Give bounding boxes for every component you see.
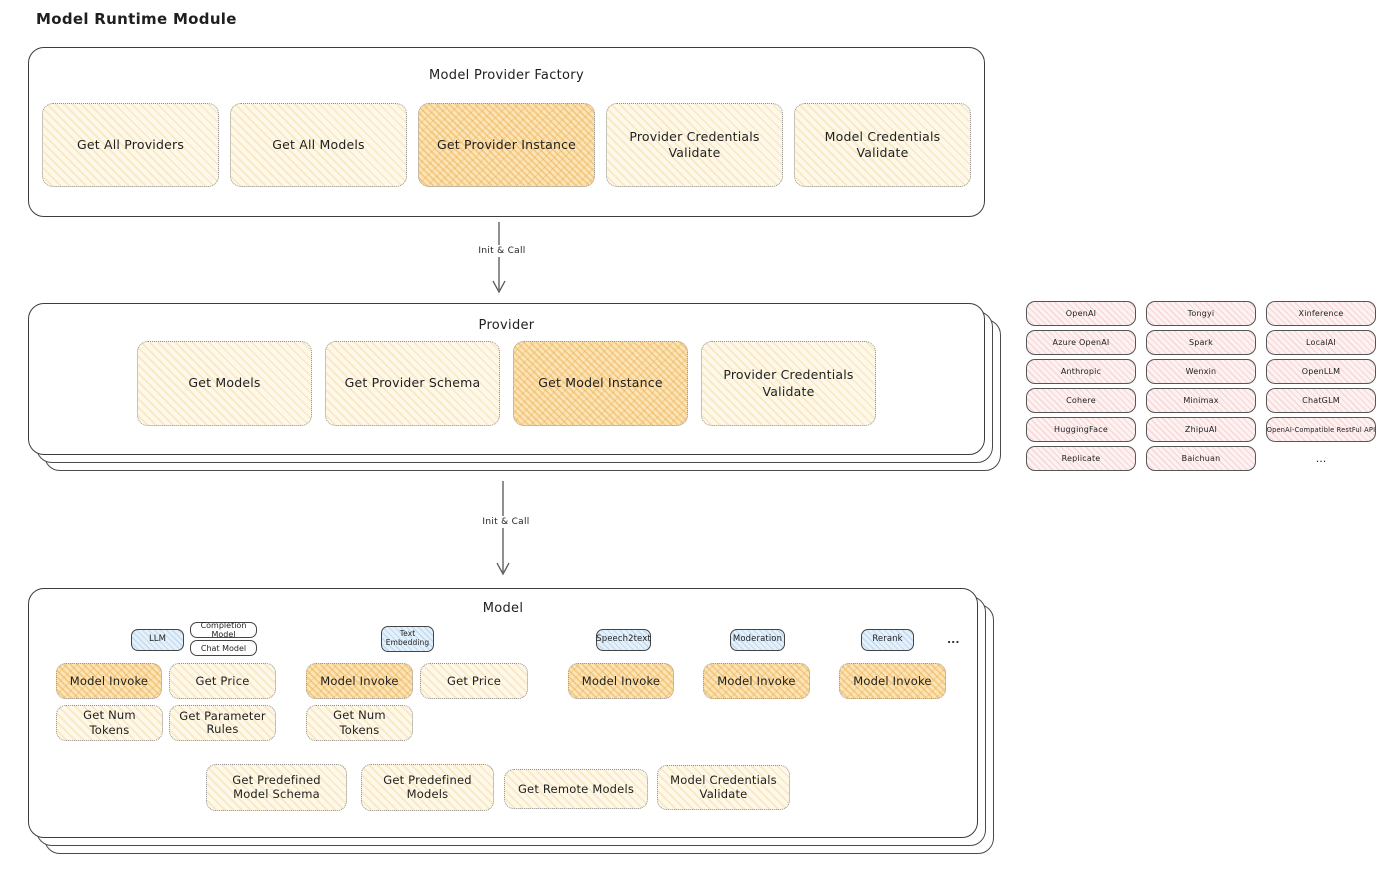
model-node-rerank-model-invoke: Model Invoke (839, 663, 946, 699)
model-type-chat-model: Chat Model (190, 640, 257, 656)
page-title: Model Runtime Module (36, 10, 237, 28)
model-node-get-predefined-models: Get Predefined Models (361, 764, 494, 811)
model-type-rerank: Rerank (861, 629, 914, 651)
provider-chip-tongyi: Tongyi (1146, 301, 1256, 326)
provider-chip-chatglm: ChatGLM (1266, 388, 1376, 413)
model-node-get-predefined-model-schema: Get Predefined Model Schema (206, 764, 347, 811)
provider-chip-zhipuai: ZhipuAI (1146, 417, 1256, 442)
model-type-moderation: Moderation (730, 629, 785, 651)
model-type-completion-model: Completion Model (190, 621, 257, 639)
provider-node-provider-credentials-validate: Provider Credentials Validate (701, 341, 876, 426)
provider-chip-openai-compatible: OpenAI-Compatible RestFul API (1266, 417, 1376, 442)
model-type-speech2text: Speech2text (596, 629, 651, 651)
provider-list: OpenAI Azure OpenAI Anthropic Cohere Hug… (1026, 301, 1376, 471)
model-node-embedding-get-num-tokens: Get Num Tokens (306, 705, 413, 741)
provider-chip-localai: LocalAI (1266, 330, 1376, 355)
provider-node-get-model-instance: Get Model Instance (513, 341, 688, 426)
provider-chip-openai: OpenAI (1026, 301, 1136, 326)
arrow-label-init-call-2: Init & Call (472, 516, 540, 528)
model-node-llm-get-parameter-rules: Get Parameter Rules (169, 705, 276, 741)
model-node-llm-model-invoke: Model Invoke (56, 663, 162, 699)
model-type-text-embedding: Text Embedding (381, 626, 434, 652)
arrow-provider-to-model (496, 481, 510, 576)
model-node-embedding-get-price: Get Price (420, 663, 528, 699)
factory-node-get-all-models: Get All Models (230, 103, 407, 187)
provider-chip-replicate: Replicate (1026, 446, 1136, 471)
factory-node-get-provider-instance: Get Provider Instance (418, 103, 595, 187)
model-title: Model (482, 601, 524, 616)
model-node-llm-get-price: Get Price (169, 663, 276, 699)
provider-chip-wenxin: Wenxin (1146, 359, 1256, 384)
provider-node-get-models: Get Models (137, 341, 312, 426)
model-types-ellipsis: ... (947, 633, 960, 646)
provider-chip-xinference: Xinference (1266, 301, 1376, 326)
provider-chip-openllm: OpenLLM (1266, 359, 1376, 384)
model-panel: Model LLM Completion Model Chat Model Te… (28, 588, 978, 838)
factory-node-model-credentials-validate: Model Credentials Validate (794, 103, 971, 187)
arrow-factory-to-provider (492, 222, 506, 294)
model-node-moderation-model-invoke: Model Invoke (703, 663, 810, 699)
provider-chip-baichuan: Baichuan (1146, 446, 1256, 471)
model-node-model-credentials-validate: Model Credentials Validate (657, 765, 790, 810)
arrow-label-init-call-1: Init & Call (468, 245, 536, 257)
provider-list-col-3: Xinference LocalAI OpenLLM ChatGLM OpenA… (1266, 301, 1376, 471)
factory-panel: Model Provider Factory Get All Providers… (28, 47, 985, 217)
model-node-llm-get-num-tokens: Get Num Tokens (56, 705, 163, 741)
provider-list-col-1: OpenAI Azure OpenAI Anthropic Cohere Hug… (1026, 301, 1136, 471)
provider-title: Provider (478, 318, 535, 333)
provider-chip-azure-openai: Azure OpenAI (1026, 330, 1136, 355)
model-node-embedding-model-invoke: Model Invoke (306, 663, 413, 699)
provider-chip-spark: Spark (1146, 330, 1256, 355)
model-type-llm: LLM (131, 629, 184, 651)
model-node-get-remote-models: Get Remote Models (504, 769, 648, 809)
provider-chip-cohere: Cohere (1026, 388, 1136, 413)
provider-list-ellipsis: ... (1315, 452, 1327, 465)
factory-node-provider-credentials-validate: Provider Credentials Validate (606, 103, 783, 187)
factory-node-get-all-providers: Get All Providers (42, 103, 219, 187)
model-node-speech2text-model-invoke: Model Invoke (568, 663, 674, 699)
provider-chip-minimax: Minimax (1146, 388, 1256, 413)
provider-chip-huggingface: HuggingFace (1026, 417, 1136, 442)
provider-chip-anthropic: Anthropic (1026, 359, 1136, 384)
provider-node-get-provider-schema: Get Provider Schema (325, 341, 500, 426)
provider-panel: Provider Get Models Get Provider Schema … (28, 303, 985, 455)
factory-title: Model Provider Factory (429, 68, 584, 83)
provider-list-col-2: Tongyi Spark Wenxin Minimax ZhipuAI Baic… (1146, 301, 1256, 471)
